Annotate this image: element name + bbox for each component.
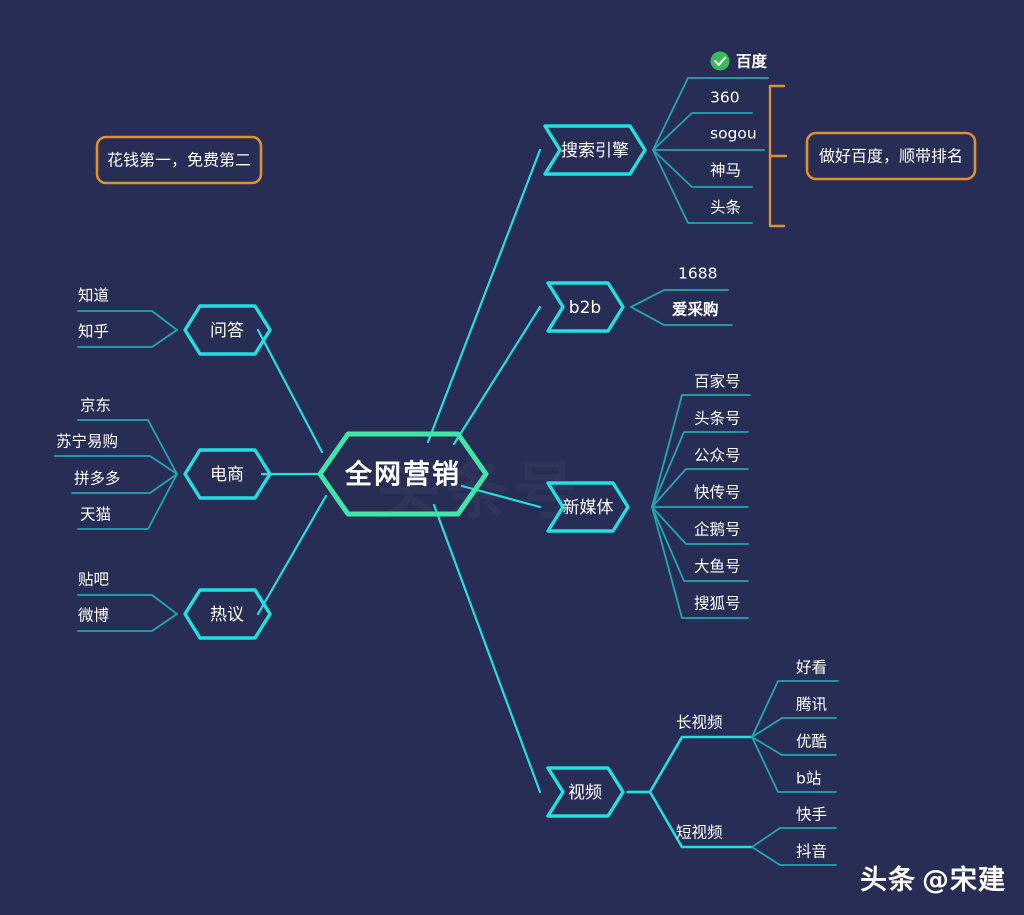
watermark: 头条 @宋建	[860, 858, 1006, 897]
leaf-label-dayuhao: 大鱼号	[694, 558, 741, 576]
leaf-label-tencent: 腾讯	[796, 696, 827, 714]
leaf-label-zhidao: 知道	[78, 287, 109, 305]
leaf-label-toutiaohao: 头条号	[694, 410, 741, 428]
leaf-line-shenma	[652, 149, 753, 188]
node-label-qa: 问答	[210, 321, 244, 341]
leaf-label-souhuhao: 搜狐号	[694, 595, 741, 613]
annotation-text-baidu-ranking: 做好百度，顺带排名	[819, 147, 963, 166]
leaf-label-gongzhonghao: 公众号	[694, 447, 741, 465]
connector-b2b	[452, 305, 542, 446]
node-label-video: 视频	[568, 783, 602, 803]
annotation-text-spend-first: 花钱第一，免费第二	[107, 151, 251, 170]
leaf-label-baidu: 百度	[736, 52, 768, 71]
branch-qa[interactable]: 问答 知道 知乎	[77, 287, 272, 356]
leaf-line-baijiahao	[651, 394, 751, 508]
node-shape-new-media[interactable]	[546, 481, 630, 533]
leaf-line-tmall	[77, 473, 178, 530]
node-label-b2b: b2b	[569, 298, 601, 318]
center-node-shape[interactable]	[317, 431, 489, 517]
leaf-line-weibo	[77, 613, 178, 632]
node-label-search-engine: 搜索引擎	[561, 141, 629, 161]
leaf-label-sogou: sogou	[710, 125, 757, 143]
leaf-line-suning	[54, 455, 178, 475]
annotation-box-baidu-ranking[interactable]	[805, 131, 977, 181]
connector-qa	[256, 328, 324, 454]
connector-hot-topics	[256, 494, 328, 616]
connector-search-engine	[426, 148, 542, 444]
leaf-label-haokan: 好看	[796, 659, 827, 677]
leaf-line-tieba	[77, 594, 178, 615]
node-shape-ecommerce[interactable]	[183, 448, 272, 500]
leaf-line-kuaishou	[751, 827, 837, 848]
node-shape-b2b[interactable]	[546, 281, 625, 333]
node-shape-hot-topics[interactable]	[183, 588, 272, 640]
leaf-line-tencent	[751, 717, 837, 738]
leaf-label-baijiahao: 百家号	[694, 373, 741, 391]
branch-new-media[interactable]: 新媒体 百家号 头条号 公众号 快传号 企鹅号 大鱼号 搜狐号	[546, 373, 751, 619]
leaf-label-aicaigou: 爱采购	[672, 300, 719, 319]
leaf-label-kuaishou: 快手	[796, 806, 827, 824]
annotation-spend-first[interactable]: 花钱第一，免费第二	[95, 135, 263, 185]
subbranch-label-long-video: 长视频	[676, 714, 723, 732]
branch-b2b[interactable]: b2b 1688 爱采购	[546, 265, 733, 333]
subbranch-label-short-video: 短视频	[676, 824, 723, 842]
watermark-handle: @宋建	[922, 865, 1006, 896]
annotation-baidu-ranking[interactable]: 做好百度，顺带排名	[768, 84, 977, 228]
leaf-line-1688	[630, 289, 729, 308]
center-node-label: 全网营销	[344, 459, 461, 491]
leaf-label-weibo: 微博	[78, 607, 109, 625]
leaf-label-qiehao: 企鹅号	[694, 521, 741, 539]
leaf-line-aicaigou	[630, 306, 733, 326]
leaf-line-qiehao	[651, 506, 749, 545]
leaf-line-pdd	[71, 473, 178, 494]
leaf-label-kuaichuanhao: 快传号	[694, 484, 741, 502]
leaf-label-toutiao: 头条	[710, 199, 741, 217]
leaf-label-zhihu: 知乎	[78, 323, 109, 341]
leaf-line-toutiao	[652, 149, 753, 224]
leaf-label-shenma: 神马	[710, 162, 741, 180]
leaf-label-youku: 优酷	[796, 733, 827, 751]
node-shape-video[interactable]	[546, 766, 625, 818]
leaf-line-jd	[77, 419, 178, 475]
leaf-label-jd: 京东	[80, 397, 111, 415]
leaf-label-tmall: 天猫	[80, 506, 111, 524]
node-label-new-media: 新媒体	[563, 498, 614, 518]
leaf-label-360: 360	[710, 89, 740, 107]
connector-video	[432, 503, 542, 794]
check-icon	[710, 51, 730, 71]
branch-hot-topics[interactable]: 热议 贴吧 微博	[77, 571, 272, 640]
leaf-label-bilibili: b站	[796, 770, 821, 788]
leaf-line-souhuhao	[651, 506, 749, 619]
leaf-label-1688: 1688	[678, 265, 717, 283]
watermark-platform: 头条	[860, 865, 916, 896]
leaf-label-suning: 苏宁易购	[56, 433, 118, 451]
leaf-line-baidu	[652, 77, 769, 151]
node-shape-qa[interactable]	[183, 304, 272, 356]
leaf-label-pdd: 拼多多	[74, 470, 121, 488]
node-shape-search-engine[interactable]	[543, 124, 647, 176]
leaf-line-bilibili	[751, 736, 837, 793]
leaf-line-haokan	[751, 680, 839, 738]
leaf-label-douyin: 抖音	[796, 843, 827, 861]
leaf-line-douyin	[751, 846, 837, 866]
center-to-branch-connectors	[256, 148, 542, 794]
leaf-label-tieba: 贴吧	[78, 571, 109, 589]
leaf-line-gongzhonghao	[651, 468, 749, 508]
leaf-line-toutiaohao	[651, 431, 749, 508]
leaf-line-zhihu	[77, 329, 178, 348]
branch-search-engine[interactable]: 搜索引擎 百度 360 sogou 神马 头条	[543, 51, 769, 224]
leaf-line-360	[652, 112, 753, 151]
leaf-line-zhidao	[77, 310, 178, 331]
node-label-ecommerce: 电商	[210, 465, 244, 485]
node-label-hot-topics: 热议	[210, 605, 244, 625]
subbranch-line-short-video	[626, 790, 754, 849]
leaf-line-youku	[751, 736, 837, 756]
branch-ecommerce[interactable]: 电商 京东 苏宁易购 拼多多 天猫	[54, 397, 272, 530]
leaf-line-dayuhao	[651, 506, 749, 582]
annotation-box-spend-first[interactable]	[95, 135, 263, 185]
center-node[interactable]: 全网营销	[317, 431, 489, 517]
subbranch-line-long-video	[626, 735, 754, 794]
branch-video[interactable]: 视频 长视频 短视频 好看 腾讯 优酷 b站 快手 抖音	[546, 659, 839, 866]
